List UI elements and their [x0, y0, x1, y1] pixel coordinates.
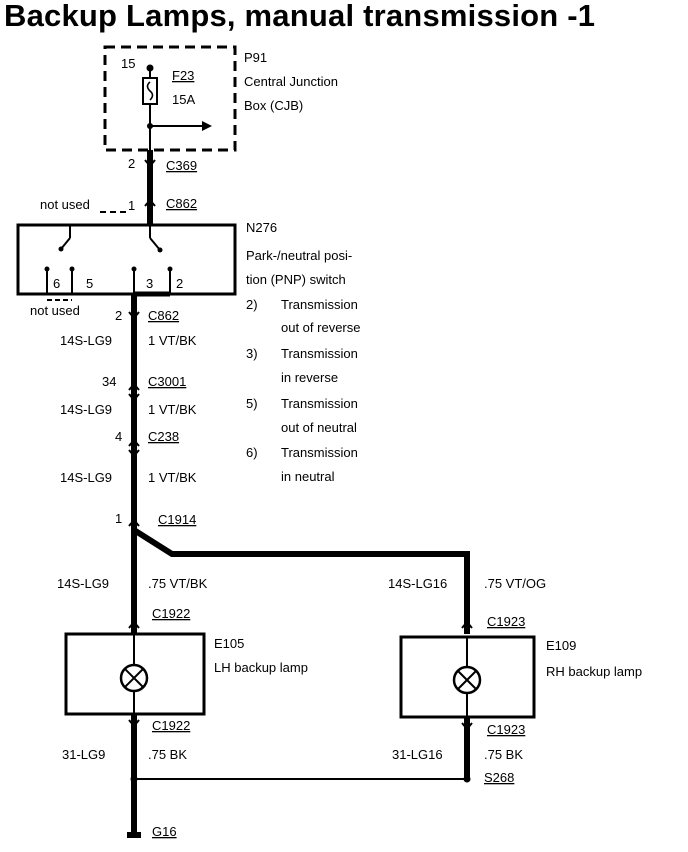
wire-left-code: 14S-LG9 [57, 576, 109, 591]
fuse-rating-label: 15A [172, 92, 195, 107]
lh-lamp-icon [119, 634, 149, 714]
c862-bottom-id: C862 [148, 308, 179, 323]
c238-id: C238 [148, 429, 179, 444]
state-2-line1: Transmission [281, 297, 358, 312]
rh-lamp-name: RH backup lamp [546, 664, 642, 679]
fuse-f23 [142, 64, 212, 150]
page-title: Backup Lamps, manual transmission -1 [4, 0, 596, 33]
fuse-id-label: F23 [172, 68, 194, 83]
c238-pin: 4 [115, 429, 122, 444]
wire1-code: 14S-LG9 [60, 333, 112, 348]
state-5-line2: out of neutral [281, 420, 357, 435]
cjb-pin-label: 15 [121, 56, 135, 71]
state-2-num: 2) [246, 297, 258, 312]
state-5-line1: Transmission [281, 396, 358, 411]
pnp-switch-contacts [44, 225, 173, 297]
cjb-id-label: P91 [244, 50, 267, 65]
branch-wires [128, 527, 473, 634]
state-6-num: 6) [246, 445, 258, 460]
c862-top-id: C862 [166, 196, 197, 211]
pnp-desc-line1: Park-/neutral posi- [246, 248, 352, 263]
pnp-desc-line2: tion (PNP) switch [246, 272, 346, 287]
wire-right-code: 14S-LG16 [388, 576, 447, 591]
pnp-switch-box [16, 223, 237, 296]
c862-bottom-pin: 2 [115, 308, 122, 323]
ground-left-spec: .75 BK [148, 747, 187, 762]
lh-lamp-name: LH backup lamp [214, 660, 308, 675]
state-2-line2: out of reverse [281, 320, 361, 335]
pnp-pin-5: 5 [86, 276, 93, 291]
ground-left-code: 31-LG9 [62, 747, 105, 762]
c369-pin: 2 [128, 156, 135, 171]
ground-wires [127, 714, 473, 838]
pnp-id: N276 [246, 220, 277, 235]
state-6-line1: Transmission [281, 445, 358, 460]
pnp-pin-3: 3 [146, 276, 153, 291]
c3001-pin: 34 [102, 374, 116, 389]
pnp-pin-2: 2 [176, 276, 183, 291]
ground-right-spec: .75 BK [484, 747, 523, 762]
cjb-box [103, 45, 237, 152]
wire2-spec: 1 VT/BK [148, 402, 197, 417]
wire2-code: 14S-LG9 [60, 402, 112, 417]
lh-lamp-id: E105 [214, 636, 244, 651]
wire3-code: 14S-LG9 [60, 470, 112, 485]
c1914-pin: 1 [115, 511, 122, 526]
upper-feed-wire [144, 150, 156, 225]
cjb-name-line1: Central Junction [244, 74, 338, 89]
state-3-line1: Transmission [281, 346, 358, 361]
splice-id: S268 [484, 770, 514, 785]
state-5-num: 5) [246, 396, 258, 411]
c3001-id: C3001 [148, 374, 186, 389]
rh-conn-top: C1923 [487, 614, 525, 629]
ground-id: G16 [152, 824, 177, 839]
rh-lamp-id: E109 [546, 638, 576, 653]
state-3-num: 3) [246, 346, 258, 361]
wire-left-spec: .75 VT/BK [148, 576, 208, 591]
lh-conn-top: C1922 [152, 606, 190, 621]
main-harness-wire [128, 294, 140, 530]
c1914-id: C1914 [158, 512, 196, 527]
state-3-line2: in reverse [281, 370, 338, 385]
lh-conn-bottom: C1922 [152, 718, 190, 733]
c862-top-not-used: not used [40, 197, 90, 212]
state-6-line2: in neutral [281, 469, 335, 484]
pnp-pin-6: 6 [53, 276, 60, 291]
rh-lamp-icon [452, 637, 482, 717]
pnp-not-used: not used [30, 303, 80, 318]
c862-top-pin: 1 [128, 198, 135, 213]
c369-id: C369 [166, 158, 197, 173]
wire1-spec: 1 VT/BK [148, 333, 197, 348]
rh-conn-bottom: C1923 [487, 722, 525, 737]
wire-right-spec: .75 VT/OG [484, 576, 546, 591]
wire3-spec: 1 VT/BK [148, 470, 197, 485]
ground-right-code: 31-LG16 [392, 747, 443, 762]
cjb-name-line2: Box (CJB) [244, 98, 303, 113]
